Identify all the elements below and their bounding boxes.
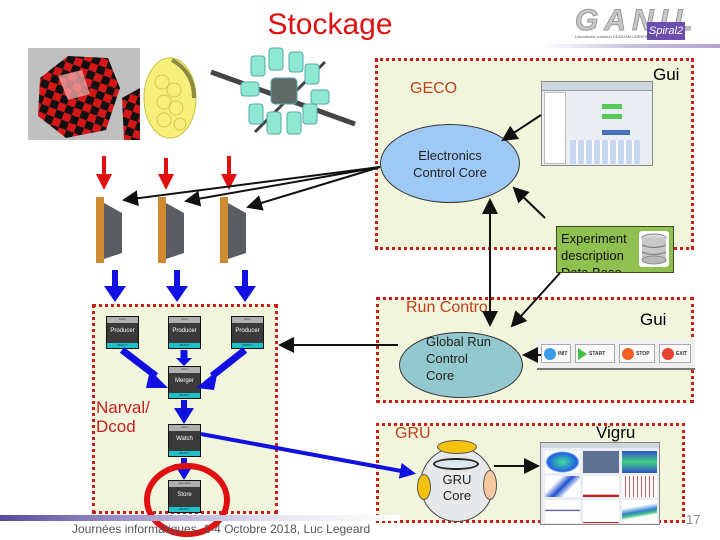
stop-icon [622,347,634,360]
gru-plugin-ring [433,458,479,470]
checkered-detector-icon [38,56,140,140]
narval-label-line2: Dcod [96,417,136,436]
yellow-detector-icon [143,57,197,139]
actor-status: READY [169,451,200,456]
actor-header: Actor [232,317,263,323]
db-line3: Data Base [561,265,622,273]
init-label: INIT [558,350,568,357]
actor-name: Merger [174,378,194,384]
vigru-label: Vigru [596,423,636,442]
gru-label: GRU [395,425,431,442]
actor-status: READY [169,393,200,398]
slide-footer: Journées informatiques, 1-4 Octobre 2018… [72,522,371,536]
actor-header: Actor [169,317,200,323]
store-highlight-circle [144,463,230,537]
stop-label: STOP [636,350,650,357]
init-icon [544,347,556,360]
ganil-logo: GANIL Spiral2 Laboratoire commun CEA/DSM… [574,4,720,44]
electronics-control-core: Electronics Control Core [380,124,520,203]
narval-label: Narval/ Dcod [96,398,150,436]
exit-label: EXIT [676,350,688,357]
actor-merger[interactable]: Actor Merger READY [168,366,201,399]
stop-button[interactable]: STOP [619,344,655,363]
watch-to-gru-arrow [200,432,416,479]
actor-name: Store [177,492,192,498]
actor-producer-2[interactable]: Actor Producer READY [168,316,201,349]
detector-image-checkered [28,48,140,140]
db-line1: Experiment [561,231,627,246]
actor-name: Watch [176,436,193,442]
actor-header: Actor [169,367,200,373]
vigru-screenshot[interactable] [540,442,660,525]
header-rule [0,44,720,48]
actor-header: new actor [169,481,200,487]
geco-gui-screenshot[interactable] [541,81,653,166]
electronics-board-1 [96,197,122,263]
run-control-toolbar: INIT START STOP EXIT [537,340,695,370]
footer-rule [0,515,400,521]
ecc-line1: Electronics [418,148,482,163]
electronics-board-2 [158,197,184,263]
start-label: START [589,350,606,357]
gru-core-line2: Core [442,488,472,503]
electronics-board-3 [220,197,246,263]
board-to-narval-arrows [104,270,256,302]
narval-label-line1: Narval/ [96,398,150,417]
teal-detector-icon [210,47,356,135]
actor-store[interactable]: new actor Store READY [168,480,201,513]
actor-status: READY [169,507,200,512]
detector-image-yellow [142,52,197,140]
global-run-control-core: Global Run Control Core [399,332,523,398]
control-arrows [122,114,561,474]
grc-line3: Core [426,368,455,383]
run-control-label: Run Control [406,299,492,316]
run-control-gui-label: Gui [640,310,667,329]
actor-status: READY [107,343,138,348]
actor-name: Producer [235,328,260,334]
actor-header: Actor [169,425,200,431]
detector-image-teal [205,42,365,152]
actor-producer-1[interactable]: Actor Producer READY [106,316,139,349]
ecc-line2: Control Core [413,165,487,180]
database-icon [639,231,669,267]
logo-tagline: Laboratoire commun CEA/DSM CNRS/IN2P3 [575,34,656,39]
grc-line2: Control [426,351,468,366]
slide-title: Stockage [267,8,393,41]
actor-name: Producer [110,328,135,334]
gru-core-line1: GRU [442,472,472,487]
actor-producer-3[interactable]: Actor Producer READY [231,316,264,349]
start-button[interactable]: START [575,344,615,363]
geco-label: GECO [410,80,458,97]
logo-sub: Spiral2 [647,22,685,40]
gru-top-pad [437,440,477,454]
gru-left-pad [417,474,431,500]
exit-icon [662,347,674,360]
actor-header: Actor [107,317,138,323]
experiment-description-database: Experiment description Data Base [556,226,674,273]
actor-status: READY [232,343,263,348]
exit-button[interactable]: EXIT [659,344,691,363]
actor-watch[interactable]: Actor Watch READY [168,424,201,457]
actor-status: READY [169,343,200,348]
page-number: 17 [686,512,701,527]
geco-gui-label: Gui [653,65,680,84]
gru-core: GRU Core [417,440,497,522]
init-button[interactable]: INIT [541,344,571,363]
actor-name: Producer [172,328,197,334]
db-line2: description [561,248,624,263]
play-icon [578,347,587,360]
grc-line1: Global Run [426,334,492,349]
gru-right-pad [483,470,497,500]
detector-arrows [96,156,237,190]
